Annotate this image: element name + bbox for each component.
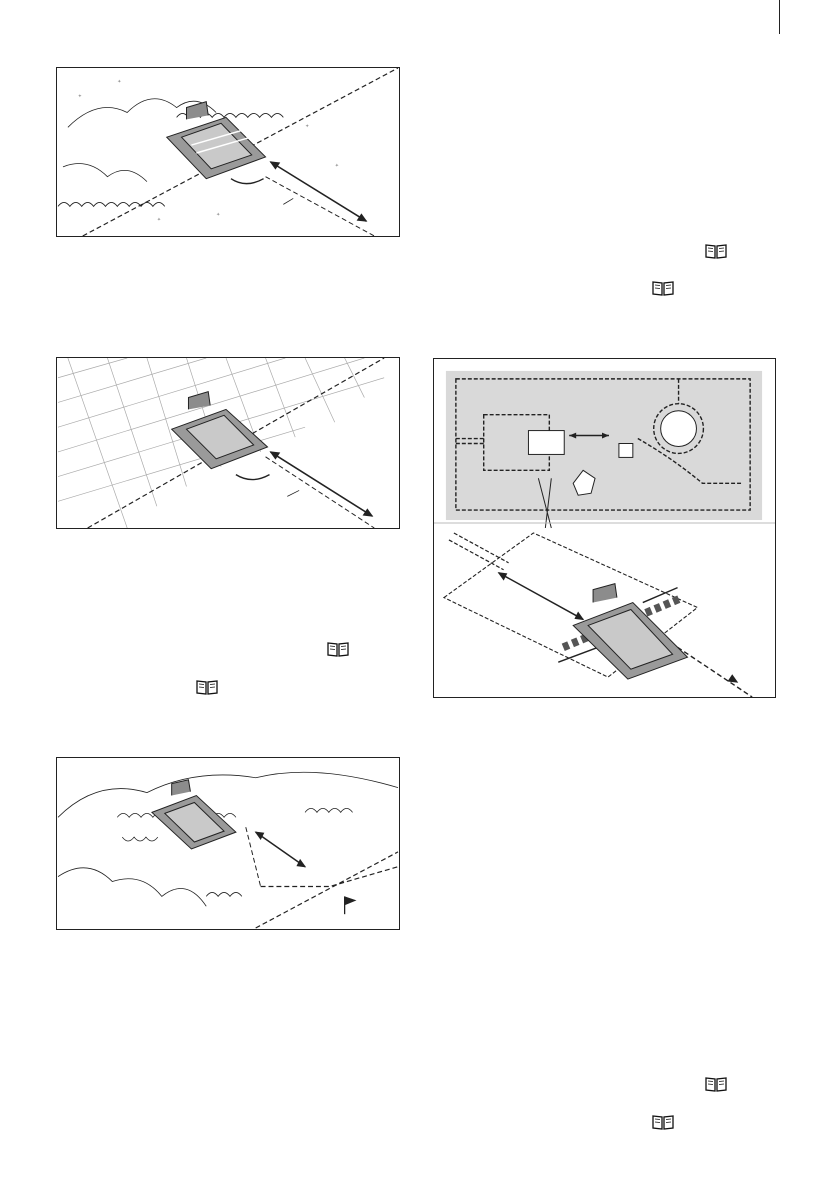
svg-text:✦: ✦ [335, 163, 339, 169]
svg-text:✦: ✦ [78, 94, 82, 100]
charging-station-overview-illustration [434, 359, 775, 697]
book-icon [196, 679, 218, 695]
corridor-exit-illustration [57, 758, 399, 929]
book-icon [705, 243, 727, 259]
paving-edge-illustration [57, 358, 399, 528]
svg-text:✦: ✦ [216, 212, 220, 218]
trim-mark [779, 0, 780, 34]
flag-icon [345, 896, 357, 914]
figure-station-paving [56, 357, 400, 529]
lawn-edge-illustration: ✦ ✦ ✦ ✦ ✦ ✦ [57, 68, 399, 236]
book-icon [652, 1114, 674, 1130]
svg-text:✦: ✦ [117, 79, 121, 85]
figure-station-overview [433, 358, 776, 698]
svg-text:✦: ✦ [305, 123, 309, 129]
svg-text:✦: ✦ [157, 217, 161, 223]
book-icon [705, 1076, 727, 1092]
book-icon [327, 641, 349, 657]
figure-station-corridor [56, 757, 400, 930]
book-icon [652, 280, 674, 296]
figure-station-lawn: ✦ ✦ ✦ ✦ ✦ ✦ [56, 67, 400, 237]
